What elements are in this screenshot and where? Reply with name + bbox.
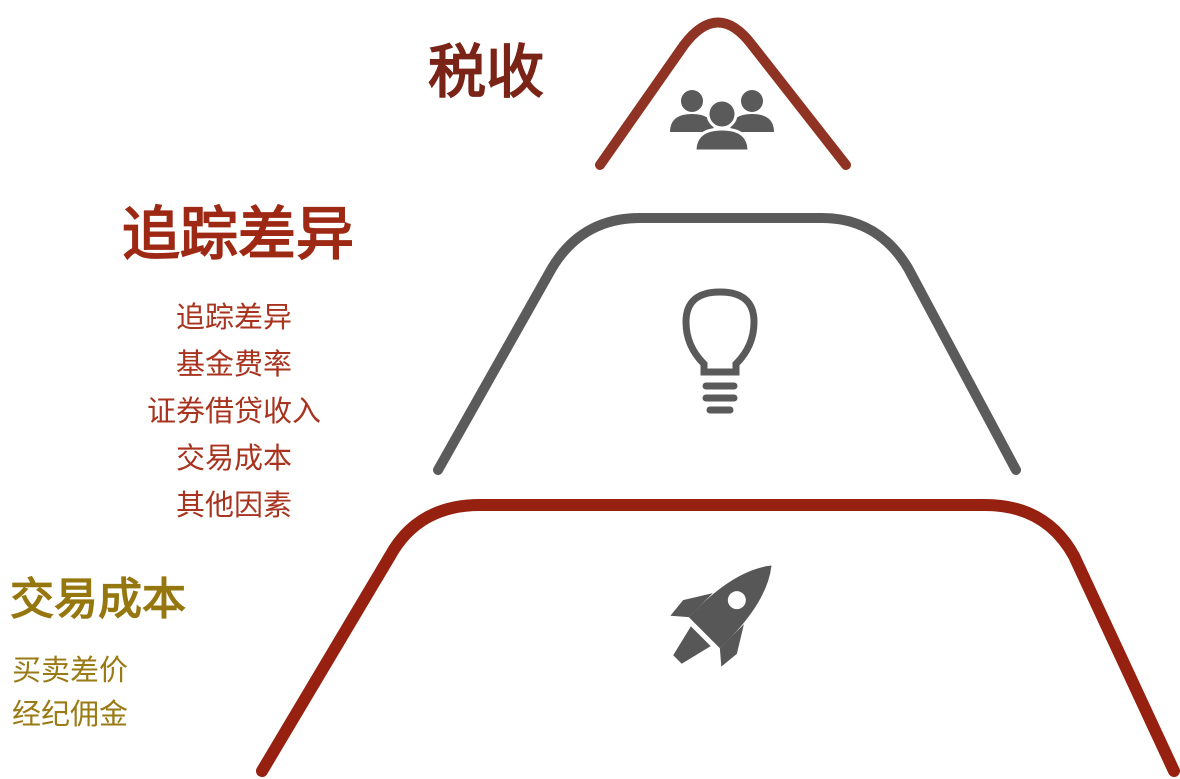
tracking-factor-list: 追踪差异 基金费率 证券借贷收入 交易成本 其他因素: [108, 294, 360, 529]
trading-cost-item: 经纪佣金: [12, 697, 129, 731]
top-tier-outline: [595, 17, 851, 170]
trading-cost-list: 买卖差价 经纪佣金: [12, 648, 192, 736]
bottom-tier-outline: [256, 499, 1180, 777]
tracking-factor-item: 基金费率: [175, 347, 292, 381]
tax-tier-title: 税收: [427, 38, 544, 106]
trading-tier-title: 交易成本: [10, 574, 186, 625]
people-group-icon: [670, 90, 774, 153]
tracking-tier-title: 追踪差异: [121, 200, 354, 268]
rocket-icon: [670, 565, 772, 667]
tracking-factor-item: 其他因素: [175, 488, 292, 522]
tracking-factor-item: 交易成本: [175, 441, 292, 475]
tracking-factor-item: 证券借贷收入: [146, 394, 321, 428]
trading-cost-item: 买卖差价: [12, 653, 129, 687]
middle-tier-outline: [433, 213, 1021, 475]
tracking-factor-item: 追踪差异: [175, 300, 292, 334]
lightbulb-icon: [682, 288, 758, 414]
